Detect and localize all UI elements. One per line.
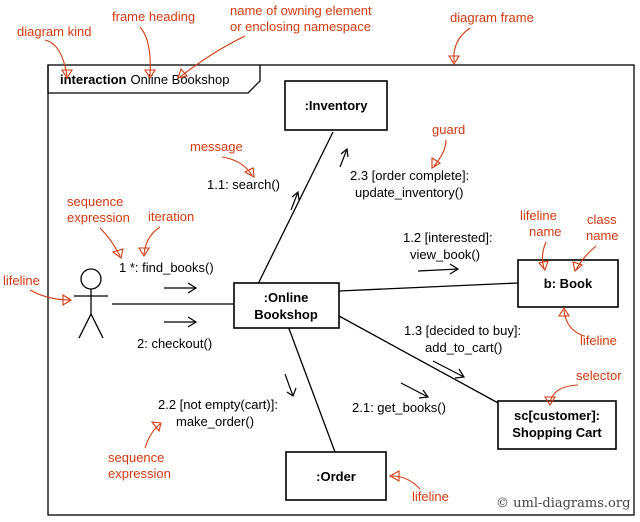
lifeline-bookshop-label-2: Bookshop: [254, 307, 318, 322]
annotation-lifeline-left: lifeline: [3, 273, 40, 288]
annotation-seq-expr-2: expression: [67, 210, 130, 225]
pointer-message: [221, 156, 255, 178]
actor-left-leg: [78, 313, 92, 339]
frame-kind: interaction: [60, 72, 127, 87]
annotation-owning-2: or enclosing namespace: [230, 19, 371, 34]
pointer-sequence-expression-2: [144, 421, 162, 449]
lifeline-shopping-cart[interactable]: sc[customer]: Shopping Cart: [497, 400, 617, 450]
pointer-lifeline-name: [537, 241, 549, 272]
link-bookshop-order: [287, 325, 336, 453]
actor-customer[interactable]: [74, 268, 108, 339]
annotation-lifeline-order: lifeline: [412, 489, 449, 504]
pointer-sequence-expression: [99, 227, 124, 259]
message-add-2: add_to_cart(): [425, 340, 502, 355]
annotation-diagram-frame: diagram frame: [450, 10, 534, 25]
annotation-owning-1: name of owning element: [230, 3, 372, 18]
arrow-view-book: [417, 263, 460, 275]
pointer-frame-heading: [139, 26, 156, 80]
frame-name: Online Bookshop: [130, 72, 229, 87]
pointer-iteration: [138, 226, 161, 258]
arrow-add-to-cart: [432, 360, 466, 379]
message-update-1: 2.3 [order complete]:: [350, 168, 469, 183]
annotation-class-name-2: name: [586, 228, 619, 243]
diagram-frame: [47, 64, 635, 516]
lifeline-book-label: b: Book: [544, 276, 593, 291]
annotation-message: message: [190, 139, 243, 154]
annotation-lifeline-name-2: name: [529, 224, 562, 239]
lifeline-order[interactable]: :Order: [285, 451, 387, 501]
pointer-diagram-frame: [448, 27, 471, 66]
link-bookshop-inventory: [257, 131, 334, 285]
pointer-diagram-kind: [44, 39, 73, 80]
arrow-get-books: [400, 382, 430, 399]
pointer-lifeline-actor: [29, 289, 73, 306]
lifeline-inventory[interactable]: :Inventory: [284, 80, 388, 131]
pointer-class-name: [572, 245, 597, 273]
annotation-seq-expr-1: sequence: [67, 194, 123, 209]
message-get-books: 2.1: get_books(): [352, 400, 446, 415]
actor-head: [80, 268, 102, 290]
arrow-make-order: [284, 373, 297, 397]
annotation-guard: guard: [432, 122, 465, 137]
lifeline-order-label: :Order: [316, 469, 356, 484]
arrow-find-books: [164, 282, 198, 294]
lifeline-cart-label-1: sc[customer]:: [514, 408, 600, 423]
annotation-iteration: iteration: [148, 209, 194, 224]
pointer-guard: [431, 139, 447, 169]
message-add-1: 1.3 [decided to buy]:: [404, 323, 521, 338]
watermark: © uml-diagrams.org: [496, 496, 630, 511]
annotation-class-name-1: class: [587, 212, 617, 227]
annotation-lifeline-book: lifeline: [580, 333, 617, 348]
lifeline-bookshop-label-1: :Online: [264, 290, 309, 305]
annotation-seq-expr2-2: expression: [108, 466, 171, 481]
arrow-checkout: [164, 316, 198, 328]
annotation-seq-expr2-1: sequence: [108, 450, 164, 465]
frame-heading-pentagon: [47, 65, 261, 94]
message-view-1: 1.2 [interested]:: [403, 230, 493, 245]
pointer-selector: [544, 384, 579, 407]
link-bookshop-cart: [338, 315, 501, 405]
annotation-diagram-kind: diagram kind: [17, 24, 91, 39]
lifeline-inventory-label: :Inventory: [305, 98, 369, 113]
lifeline-online-bookshop[interactable]: :Online Bookshop: [233, 282, 340, 329]
arrow-update-inventory: [339, 147, 349, 168]
message-checkout: 2: checkout(): [137, 336, 212, 351]
message-find-books: 1 *: find_books(): [119, 260, 214, 275]
message-search: 1.1: search(): [207, 177, 280, 192]
actor-right-leg: [90, 313, 104, 339]
annotation-lifeline-name-1: lifeline: [520, 208, 557, 223]
lifeline-cart-label-2: Shopping Cart: [512, 425, 602, 440]
pointer-lifeline-book: [558, 306, 585, 337]
annotation-selector: selector: [576, 368, 622, 383]
arrow-search: [290, 190, 300, 211]
lifeline-book[interactable]: b: Book: [517, 259, 619, 308]
link-bookshop-book: [338, 282, 519, 292]
annotation-frame-heading: frame heading: [112, 9, 195, 24]
pointer-lifeline-order: [388, 470, 421, 490]
message-order-2: make_order(): [176, 414, 254, 429]
pointer-owning-element: [177, 35, 246, 79]
message-order-1: 2.2 [not empty(cart)]:: [158, 397, 278, 412]
message-update-2: update_inventory(): [355, 185, 463, 200]
message-view-2: view_book(): [410, 247, 480, 262]
